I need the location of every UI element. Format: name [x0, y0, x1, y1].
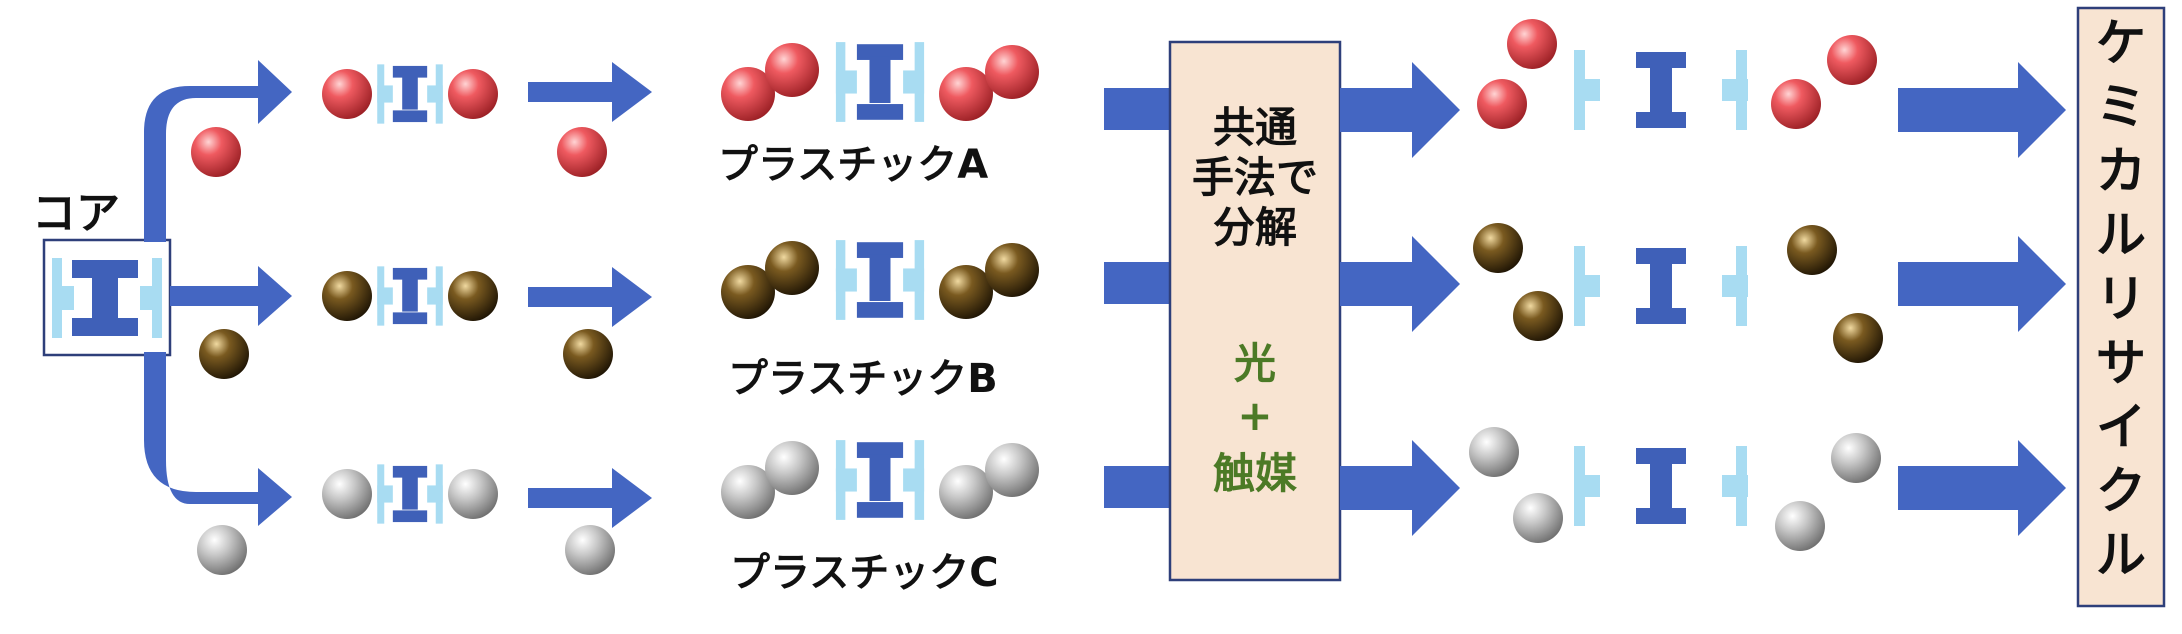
plastic-c-label: プラスチックC: [730, 550, 999, 596]
loose-ball: [197, 525, 247, 575]
plastic-ball: [939, 67, 993, 121]
result-char: ケ: [2096, 14, 2146, 72]
freed-ball: [1469, 427, 1519, 477]
freed-ball: [1473, 223, 1523, 273]
arrow-to-plastic-c: [528, 468, 652, 528]
method-light: 光: [1234, 339, 1276, 388]
loose-ball: [565, 525, 615, 575]
plastic-ball: [765, 43, 819, 97]
loose-ball: [557, 127, 607, 177]
small-core-unit: [377, 464, 443, 524]
method-line-2: 手法で: [1192, 153, 1318, 202]
freed-ball: [1827, 35, 1877, 85]
arrow-stub-c: [1104, 466, 1172, 508]
small-core-unit: [377, 64, 443, 124]
plastic-core-unit: [835, 440, 925, 520]
result-char: サ: [2096, 334, 2146, 392]
method-line-3: 分解: [1213, 203, 1297, 252]
freed-ball: [1787, 225, 1837, 275]
plastic-ball: [985, 45, 1039, 99]
decomposed-core: [1574, 246, 1748, 326]
arrow-result-b: [1898, 236, 2066, 332]
small-core-unit: [377, 266, 443, 326]
decomposed-core: [1574, 50, 1748, 130]
monomer-ball: [322, 469, 372, 519]
plastic-ball: [985, 443, 1039, 497]
plastic-core-unit: [835, 42, 925, 122]
freed-ball: [1513, 291, 1563, 341]
plastic-ball: [939, 465, 993, 519]
arrow-out-b: [1340, 236, 1460, 332]
branch-arrow-top: [144, 60, 292, 242]
loose-ball: [563, 329, 613, 379]
freed-ball: [1833, 313, 1883, 363]
result-char: ル: [2096, 526, 2146, 584]
arrow-out-c: [1340, 440, 1460, 536]
method-catalyst: 触媒: [1213, 449, 1298, 498]
arrow-out-a: [1340, 62, 1460, 158]
loose-ball: [191, 127, 241, 177]
result-char: ク: [2096, 462, 2146, 520]
method-plus: +: [1237, 391, 1272, 440]
monomer-ball: [448, 69, 498, 119]
monomer-ball: [322, 271, 372, 321]
freed-ball: [1775, 501, 1825, 551]
arrow-result-c: [1898, 440, 2066, 536]
arrow-stub-b: [1104, 262, 1172, 304]
monomer-ball: [448, 469, 498, 519]
plastic-ball: [765, 241, 819, 295]
plastic-ball: [721, 67, 775, 121]
arrow-result-a: [1898, 62, 2066, 158]
arrow-stub-a: [1104, 88, 1172, 130]
core-box: [42, 238, 172, 357]
freed-ball: [1477, 79, 1527, 129]
result-char: ル: [2096, 206, 2146, 264]
branch-arrows: [144, 60, 292, 526]
freed-ball: [1513, 493, 1563, 543]
result-char: リ: [2096, 270, 2146, 328]
result-char: イ: [2096, 398, 2146, 456]
loose-ball: [199, 329, 249, 379]
freed-ball: [1771, 79, 1821, 129]
branch-arrow-middle: [170, 266, 292, 326]
plastic-ball: [721, 465, 775, 519]
branch-arrow-bottom: [144, 352, 292, 526]
monomer-ball: [322, 69, 372, 119]
decomposed-core: [1574, 446, 1748, 526]
plastic-a-label: プラスチックA: [718, 142, 988, 188]
arrow-to-plastic-b: [528, 267, 652, 327]
core-label: コア: [32, 188, 120, 239]
monomer-ball: [448, 271, 498, 321]
result-char: ミ: [2096, 78, 2146, 136]
plastic-ball: [939, 265, 993, 319]
plastic-ball: [985, 243, 1039, 297]
result-char: カ: [2096, 142, 2146, 200]
method-box: 共通 手法で 分解 光 + 触媒: [1168, 40, 1342, 582]
freed-ball: [1831, 433, 1881, 483]
method-line-1: 共通: [1213, 103, 1297, 152]
arrow-to-plastic-a: [528, 62, 652, 122]
freed-ball: [1507, 19, 1557, 69]
plastic-ball: [765, 441, 819, 495]
plastic-core-unit: [835, 240, 925, 320]
plastic-b-label: プラスチックB: [728, 356, 998, 402]
plastic-ball: [721, 265, 775, 319]
